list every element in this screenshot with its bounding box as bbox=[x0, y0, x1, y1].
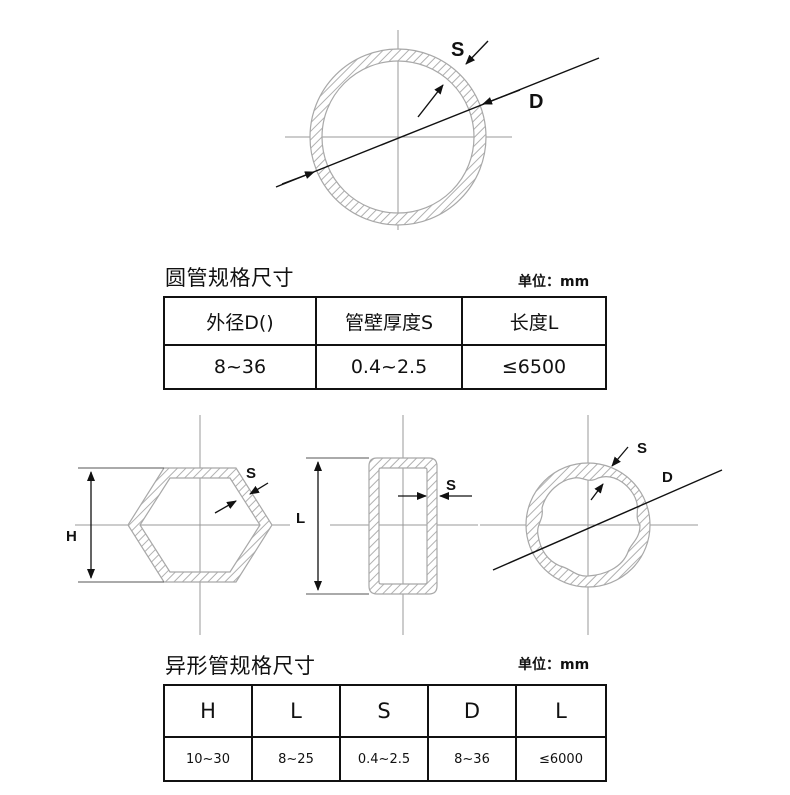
irregular-tube-drawing: S D bbox=[480, 415, 723, 635]
hex-s-arrow-outer bbox=[249, 482, 269, 495]
thickness-arrow-outer bbox=[465, 40, 489, 65]
value-cell: 8~36 bbox=[427, 736, 517, 782]
diameter-arrow-right bbox=[482, 89, 521, 105]
round-tube-inner-edge bbox=[321, 60, 475, 214]
header-cell: L bbox=[251, 684, 341, 738]
round-tube-unit: 单位：mm bbox=[518, 274, 590, 290]
header-cell: 管壁厚度S bbox=[315, 296, 463, 346]
shaped-tube-unit: 单位：mm bbox=[518, 657, 590, 673]
round-tube-wall bbox=[310, 49, 486, 225]
hexagon-tube-wall bbox=[127, 467, 273, 583]
diameter-arrow-left bbox=[281, 171, 315, 185]
header-cell: 外径D() bbox=[163, 296, 317, 346]
shaped-tube-title: 异形管规格尺寸 bbox=[165, 654, 316, 678]
technical-diagram: S D H S L S S D bbox=[66, 30, 723, 635]
value-cell: ≤6000 bbox=[515, 736, 607, 782]
hexagon-tube-drawing: H S bbox=[66, 415, 290, 635]
value-cell: 8~36 bbox=[163, 344, 317, 390]
rect-s-label: S bbox=[446, 477, 456, 494]
table-header-row: 外径D() 管壁厚度S 长度L bbox=[163, 296, 607, 346]
irr-s-arrow-outer bbox=[611, 446, 629, 467]
header-cell: L bbox=[515, 684, 607, 738]
round-tube-title: 圆管规格尺寸 bbox=[165, 266, 294, 290]
round-tube-diameter-line bbox=[275, 57, 600, 188]
header-cell: 长度L bbox=[461, 296, 607, 346]
table-row: 8~36 0.4~2.5 ≤6500 bbox=[163, 344, 607, 390]
irr-diameter-line bbox=[492, 469, 723, 571]
hex-s-label: S bbox=[246, 465, 256, 482]
hex-s-arrow-inner bbox=[214, 500, 237, 514]
shaped-tube-spec-table: H L S D L 10~30 8~25 0.4~2.5 8~36 ≤6000 bbox=[163, 684, 607, 782]
thickness-arrow-inner bbox=[417, 84, 444, 118]
irregular-tube-wall bbox=[525, 462, 651, 588]
value-cell: 0.4~2.5 bbox=[315, 344, 463, 390]
round-tube-drawing: S D bbox=[275, 30, 600, 230]
header-cell: D bbox=[427, 684, 517, 738]
table-header-row: H L S D L bbox=[163, 684, 607, 738]
header-cell: S bbox=[339, 684, 429, 738]
irr-d-label: D bbox=[662, 469, 673, 486]
irr-s-label: S bbox=[637, 440, 647, 457]
value-cell: 8~25 bbox=[251, 736, 341, 782]
irr-s-arrow-inner bbox=[590, 483, 604, 501]
rectangle-tube-drawing: L S bbox=[296, 415, 478, 635]
rectangle-tube-wall bbox=[368, 457, 438, 595]
value-cell: 10~30 bbox=[163, 736, 253, 782]
header-cell: H bbox=[163, 684, 253, 738]
round-tube-spec-table: 外径D() 管壁厚度S 长度L 8~36 0.4~2.5 ≤6500 bbox=[163, 296, 607, 390]
top-d-label: D bbox=[529, 91, 543, 113]
top-s-label: S bbox=[451, 39, 464, 61]
value-cell: 0.4~2.5 bbox=[339, 736, 429, 782]
value-cell: ≤6500 bbox=[461, 344, 607, 390]
hex-h-label: H bbox=[66, 528, 77, 545]
rect-l-label: L bbox=[296, 510, 305, 527]
table-row: 10~30 8~25 0.4~2.5 8~36 ≤6000 bbox=[163, 736, 607, 782]
round-tube-outer-edge bbox=[309, 48, 487, 226]
